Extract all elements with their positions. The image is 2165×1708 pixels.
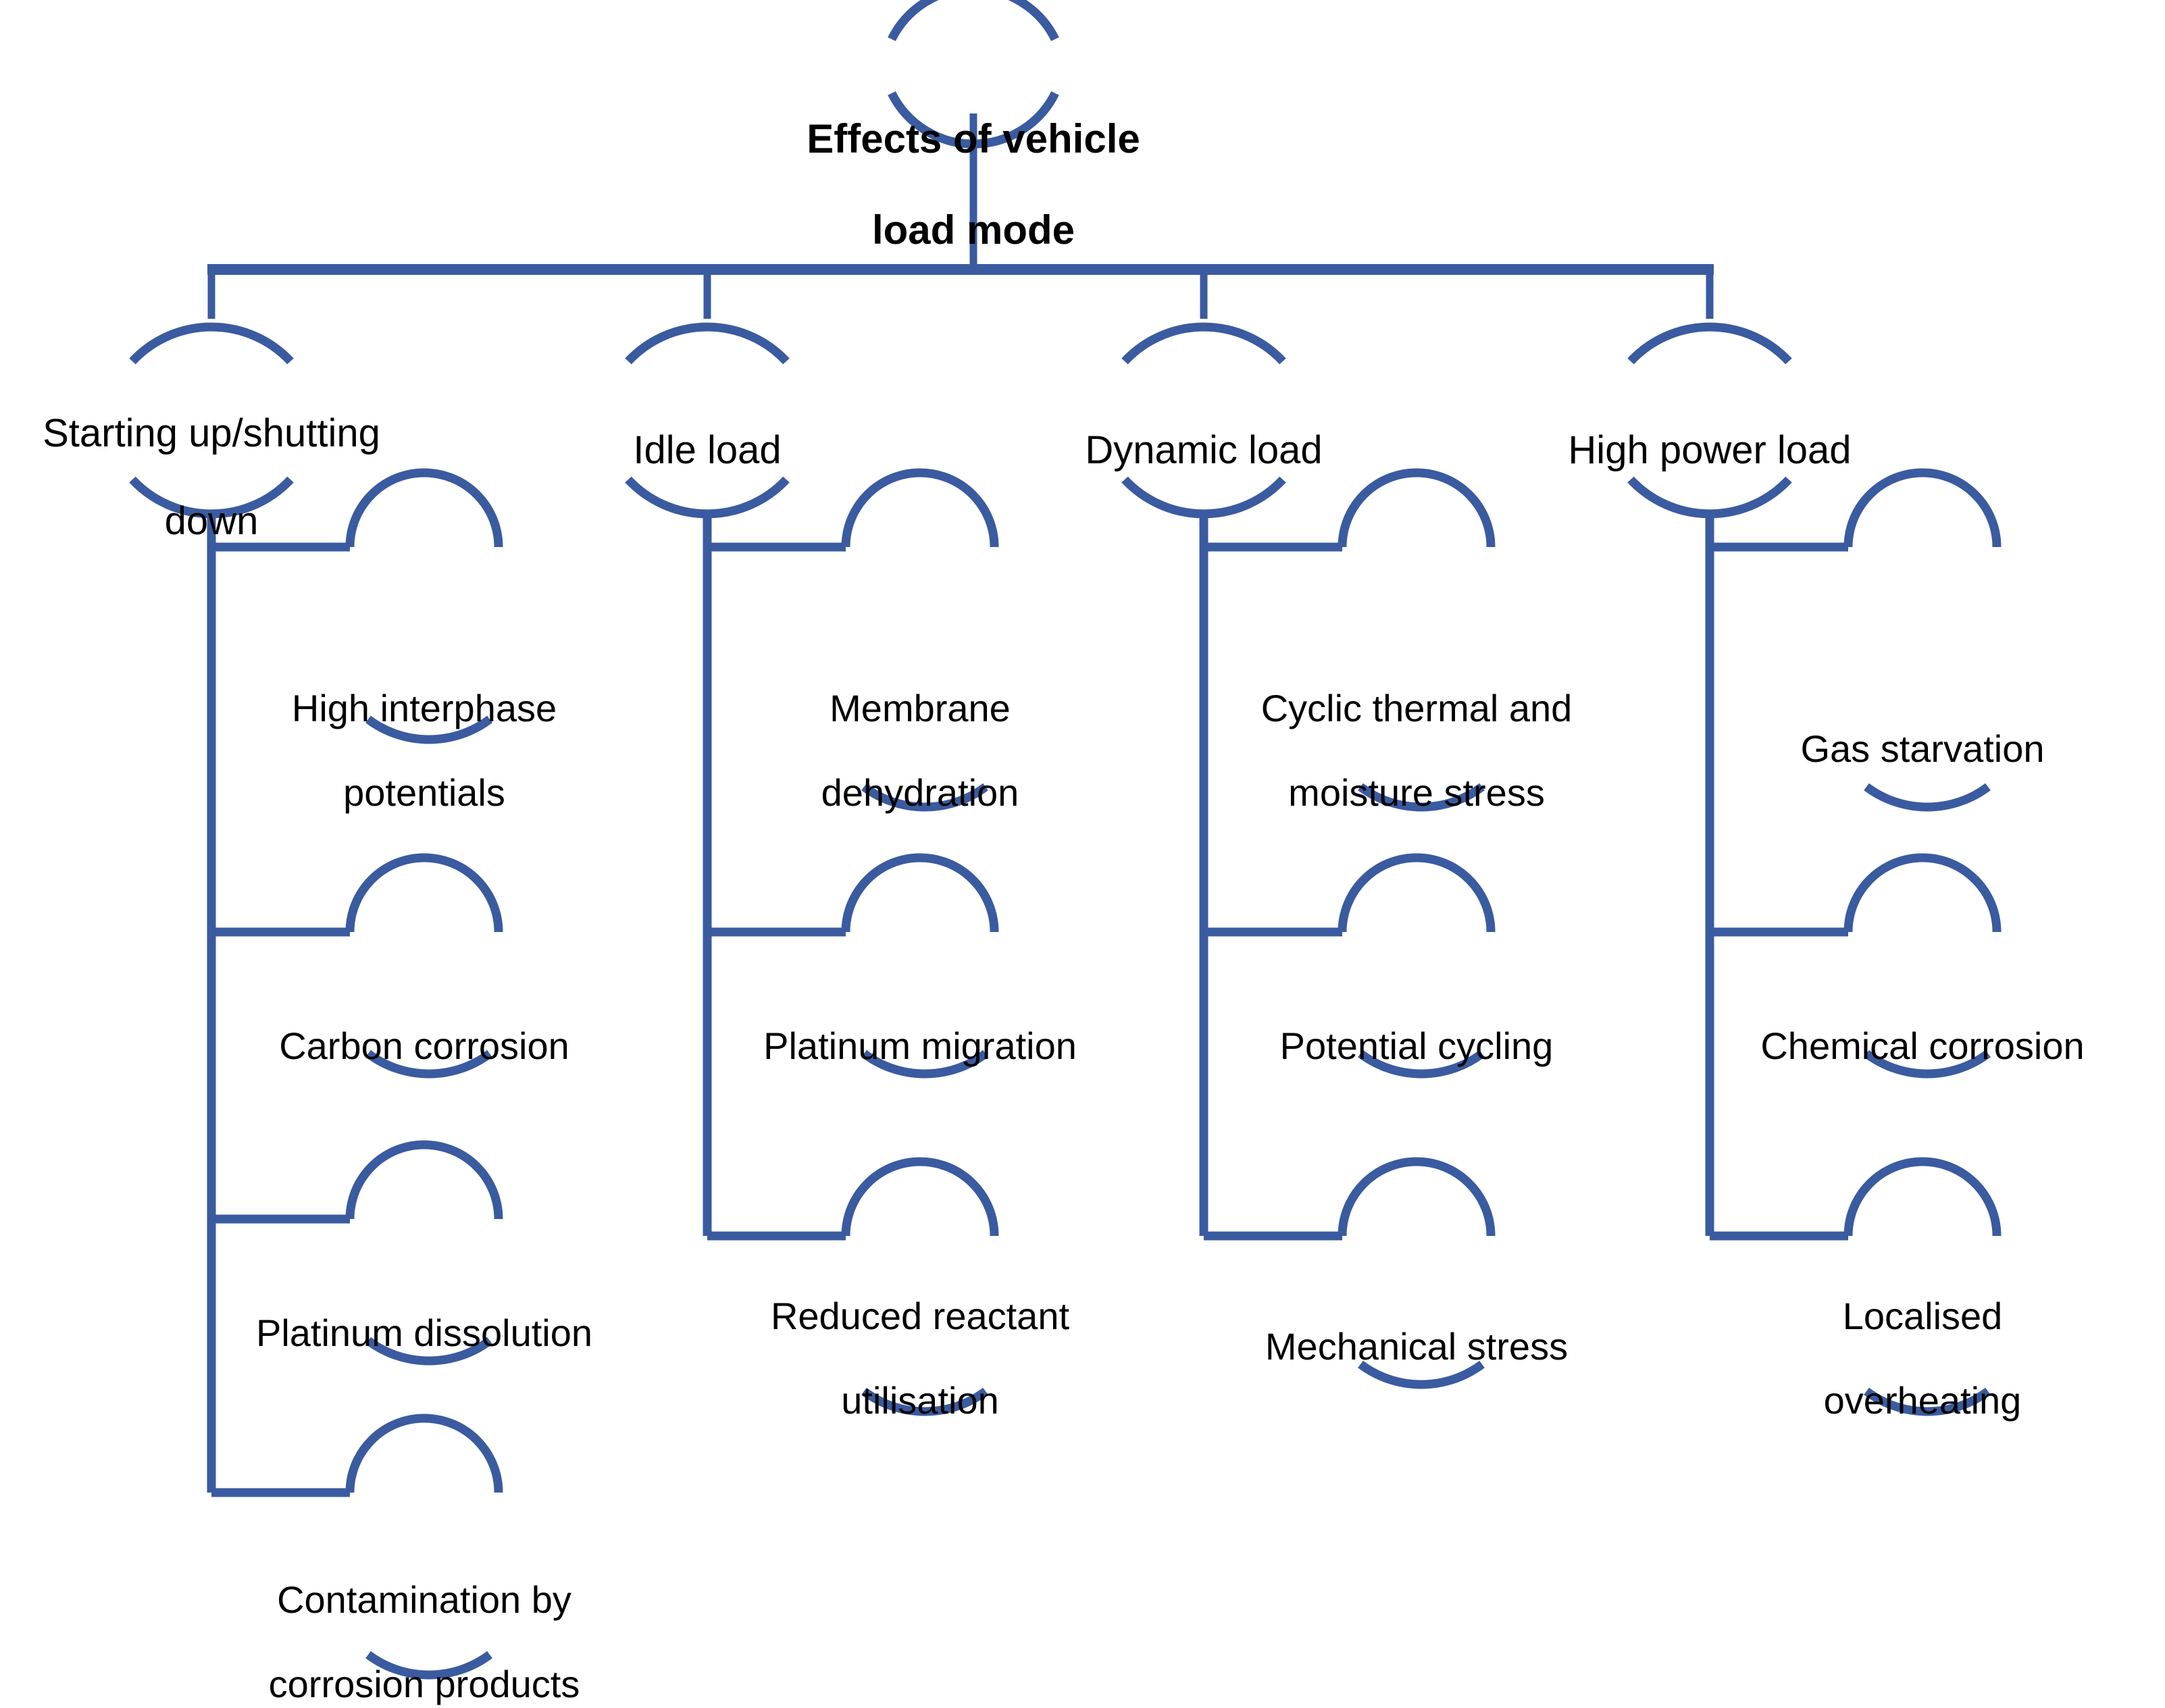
leaf-label-potential-cycling: Potential cycling bbox=[1248, 983, 1585, 1110]
leaf-label-mechanical-stress: Mechanical stress bbox=[1248, 1283, 1585, 1410]
branch-3-top-arc bbox=[1121, 322, 1286, 365]
branch-1-label-line-1: Starting up/shutting bbox=[43, 411, 380, 455]
leaf-1-1-line-1: High interphase bbox=[291, 686, 557, 729]
leaf-2-1-line-2: dehydration bbox=[821, 771, 1019, 814]
leaf-label-membrane-dehydration: Membrane dehydration bbox=[751, 645, 1089, 857]
leaf-2-3-line-2: utilisation bbox=[841, 1379, 999, 1422]
leaf-1-4-top-arc bbox=[345, 1414, 503, 1493]
leaf-2-3-line-1: Reduced reactant bbox=[770, 1294, 1070, 1337]
leaf-1-2-line-1: Carbon corrosion bbox=[279, 1024, 569, 1067]
branch-label-idle-load: Idle load bbox=[505, 385, 910, 517]
leaf-3-3-top-arc bbox=[1338, 1157, 1496, 1237]
leaf-label-localised-overheating: Localised overheating bbox=[1754, 1253, 2091, 1465]
branch-4-label-line-1: High power load bbox=[1568, 428, 1852, 472]
root-label-line-2: load mode bbox=[871, 207, 1075, 253]
branch-label-startup-shutdown: Starting up/shutting down bbox=[0, 368, 431, 588]
leaf-label-gas-starvation: Gas starvation bbox=[1754, 685, 2091, 812]
leaf-label-cyclic-thermal-and-moisture-stress: Cyclic thermal and moisture stress bbox=[1244, 645, 1589, 857]
leaf-label-high-interphase-potentials: High interphase potentials bbox=[255, 645, 593, 857]
branch-1-top-arc bbox=[129, 322, 294, 365]
root-label-line-1: Effects of vehicle bbox=[807, 116, 1140, 162]
branch-3-label-line-1: Dynamic load bbox=[1085, 428, 1323, 472]
branch-4-top-arc bbox=[1627, 322, 1792, 365]
leaf-1-2-top-arc bbox=[345, 853, 503, 933]
branch-2-top-arc bbox=[625, 322, 790, 365]
leaf-3-3-line-1: Mechanical stress bbox=[1265, 1324, 1569, 1368]
leaf-3-1-line-2: moisture stress bbox=[1288, 771, 1545, 814]
leaf-2-3-top-arc bbox=[841, 1157, 999, 1237]
leaf-1-4-line-2: corrosion products bbox=[268, 1663, 580, 1706]
branch-1-label-line-2: down bbox=[164, 498, 259, 543]
root-top-arc bbox=[888, 0, 1059, 41]
leaf-label-carbon-corrosion: Carbon corrosion bbox=[255, 983, 593, 1110]
leaf-1-4-line-1: Contamination by bbox=[277, 1578, 571, 1621]
leaf-4-3-line-2: overheating bbox=[1823, 1379, 2022, 1422]
leaf-2-2-line-1: Platinum migration bbox=[763, 1024, 1077, 1067]
leaf-1-3-top-arc bbox=[345, 1140, 503, 1220]
leaf-4-1-line-1: Gas starvation bbox=[1800, 727, 2045, 770]
branch-label-high-power-load: High power load bbox=[1507, 385, 1912, 517]
leaf-label-platinum-migration: Platinum migration bbox=[741, 983, 1099, 1110]
leaf-label-contamination-by-corrosion-products: Contamination by corrosion products bbox=[249, 1536, 600, 1708]
leaf-2-2-top-arc bbox=[841, 853, 999, 933]
leaf-4-3-top-arc bbox=[1843, 1157, 2002, 1237]
leaf-3-1-line-1: Cyclic thermal and bbox=[1260, 686, 1573, 729]
leaf-2-1-line-1: Membrane bbox=[830, 686, 1011, 729]
leaf-3-2-top-arc bbox=[1338, 853, 1496, 933]
root-node-label: Effects of vehicle load mode bbox=[771, 71, 1176, 298]
leaf-label-platinum-dissolution: Platinum dissolution bbox=[242, 1270, 607, 1397]
leaf-label-reduced-reactant-utilisation: Reduced reactant utilisation bbox=[738, 1253, 1102, 1465]
leaf-1-1-line-2: potentials bbox=[343, 771, 505, 814]
leaf-label-chemical-corrosion: Chemical corrosion bbox=[1743, 983, 2102, 1110]
branch-2-label-line-1: Idle load bbox=[633, 428, 782, 472]
branch-label-dynamic-load: Dynamic load bbox=[1001, 385, 1406, 517]
leaf-4-2-top-arc bbox=[1843, 853, 2002, 933]
leaf-3-2-line-1: Potential cycling bbox=[1279, 1024, 1554, 1067]
leaf-4-2-line-1: Chemical corrosion bbox=[1760, 1024, 2085, 1067]
leaf-1-3-line-1: Platinum dissolution bbox=[255, 1311, 593, 1354]
leaf-4-3-line-1: Localised bbox=[1842, 1294, 2003, 1337]
